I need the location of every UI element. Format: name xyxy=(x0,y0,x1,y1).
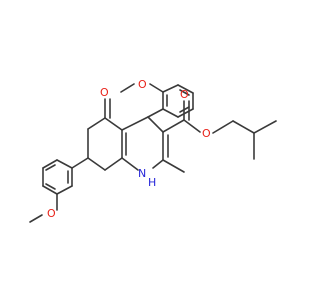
bond xyxy=(162,84,179,93)
oxygen-atom-label: O xyxy=(100,86,109,99)
bond xyxy=(183,119,201,133)
molecule-structure: O N H O O O xyxy=(29,78,277,223)
dihydropyridine-ring: N H xyxy=(121,116,169,189)
bond xyxy=(29,214,43,223)
top-methoxy-group: O xyxy=(120,78,164,93)
bond-double xyxy=(45,183,56,190)
isobutyl-chain xyxy=(212,120,277,160)
nitrogen-atom-label: N xyxy=(138,167,146,180)
cyclohexenone-ring xyxy=(87,117,123,171)
bond xyxy=(121,157,139,171)
structure-canvas: O N H O O O xyxy=(29,78,277,223)
bond xyxy=(104,157,123,171)
bond xyxy=(56,159,73,169)
bond xyxy=(56,185,73,195)
bond xyxy=(104,117,123,131)
bond xyxy=(162,108,179,118)
oxygen-atom-label: O xyxy=(202,127,211,140)
ester-group: O O xyxy=(162,88,211,140)
bond xyxy=(87,157,106,171)
bond xyxy=(177,84,194,94)
bond xyxy=(147,116,164,133)
top-aryl-ring xyxy=(162,84,194,118)
methyl-bond xyxy=(162,159,185,173)
ketone-group: O xyxy=(100,86,123,131)
bond-double xyxy=(45,164,56,171)
bond xyxy=(120,83,135,93)
nh-hydrogen-label: H xyxy=(148,176,156,189)
oxygen-atom-label: O xyxy=(47,207,56,220)
bond xyxy=(177,108,194,118)
bottom-methoxy-group: O xyxy=(29,193,58,223)
bond xyxy=(42,185,58,195)
oxygen-atom-label: O xyxy=(138,78,147,91)
bond xyxy=(71,157,89,169)
bond xyxy=(42,159,58,169)
bond xyxy=(152,159,164,169)
bond xyxy=(87,117,106,130)
bottom-aryl-ring xyxy=(42,159,73,195)
bond xyxy=(253,120,277,134)
bond xyxy=(212,120,234,134)
bond xyxy=(162,119,185,133)
bond xyxy=(232,120,255,134)
bond xyxy=(147,108,164,118)
oxygen-atom-label: O xyxy=(180,88,189,101)
bond xyxy=(149,83,164,93)
bond xyxy=(121,116,149,131)
bond-double xyxy=(179,89,190,96)
